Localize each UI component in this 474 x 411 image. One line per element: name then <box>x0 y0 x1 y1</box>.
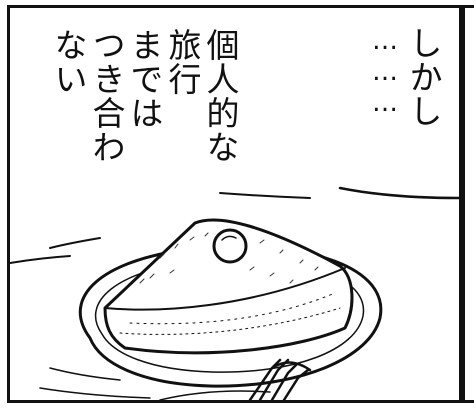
speech-text-right-line1: しかし <box>404 26 443 128</box>
manga-panel-edge <box>462 5 474 403</box>
speech-text-left-line1: 個人的な <box>201 28 240 164</box>
plate <box>78 245 383 388</box>
cake-slice <box>103 218 354 355</box>
speech-text-left-line2: 旅行 <box>163 28 202 96</box>
speech-text-right-line2: ……… <box>370 26 400 119</box>
fork <box>248 358 312 400</box>
manga-panel: しかし ……… 個人的な 旅行 までは つき合わ ない <box>7 5 462 403</box>
cake-illustration <box>10 186 459 400</box>
speech-text-left-line3: までは <box>125 28 164 130</box>
cherry <box>212 228 248 264</box>
speech-text-left-line4: つき合わ <box>87 28 126 164</box>
speech-text-left-line5: ない <box>49 28 88 96</box>
